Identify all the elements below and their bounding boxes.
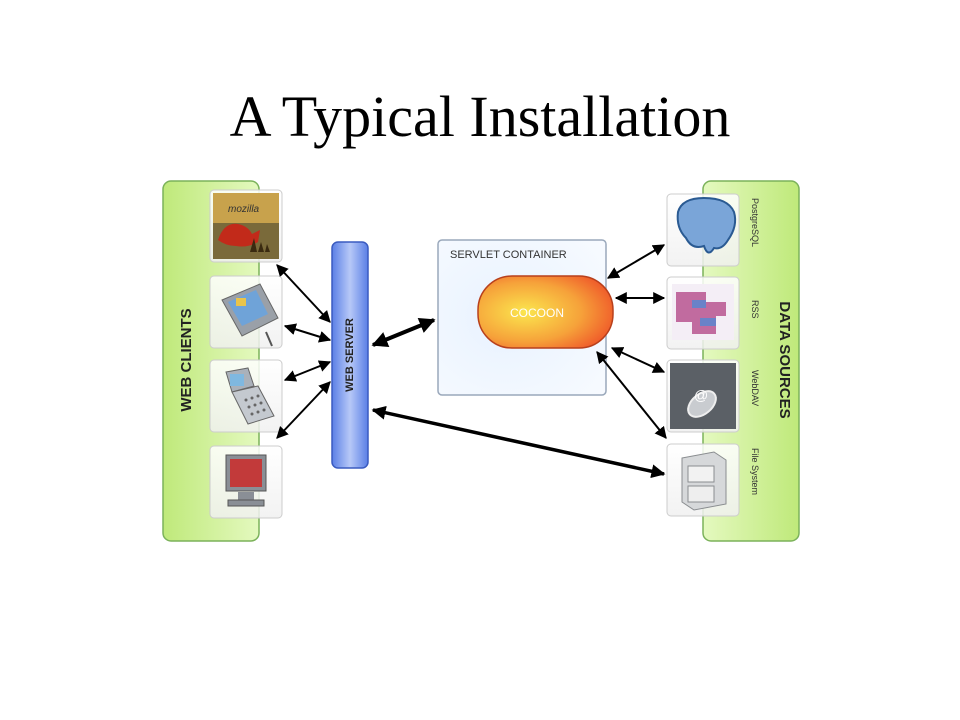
servlet-container-label: SERVLET CONTAINER <box>450 249 567 261</box>
server-container-arrow <box>371 318 436 347</box>
client-phone <box>209 359 283 433</box>
rss-label: RSS <box>750 300 760 319</box>
client-server-arrows <box>276 264 332 439</box>
postgresql-label: PostgreSQL <box>750 198 760 247</box>
client-pda <box>209 275 283 349</box>
cocoon-block: COCOON <box>477 275 614 349</box>
svg-text:@: @ <box>694 387 708 403</box>
webdav-label: WebDAV <box>750 370 760 406</box>
source-postgresql: PostgreSQL <box>666 193 760 267</box>
source-webdav: @ WebDAV <box>666 359 760 433</box>
client-desktop <box>209 445 283 519</box>
web-clients-label: WEB CLIENTS <box>178 308 195 411</box>
web-server-label: WEB SERVER <box>344 318 356 392</box>
cocoon-source-arrows <box>596 244 667 439</box>
data-sources-label: DATA SOURCES <box>776 301 793 418</box>
web-server: WEB SERVER <box>331 241 369 469</box>
server-filesystem-arrow <box>371 405 666 479</box>
file-system-label: File System <box>750 448 760 495</box>
client-mozilla: mozilla <box>209 189 283 263</box>
mozilla-logo-text: mozilla <box>228 204 260 215</box>
slide-title: A Typical Installation <box>229 84 731 149</box>
cocoon-label: COCOON <box>510 306 564 320</box>
source-file-system: File System <box>666 443 760 517</box>
source-rss: RSS <box>666 276 760 350</box>
